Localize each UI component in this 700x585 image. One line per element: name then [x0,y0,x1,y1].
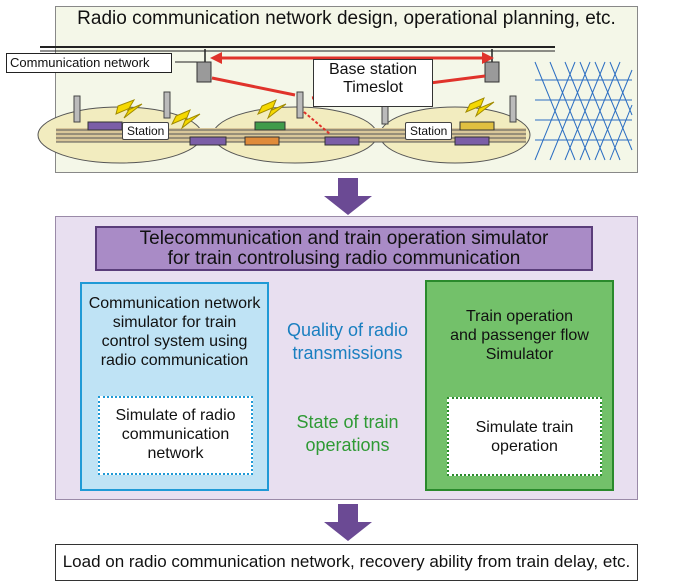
radio-signal-icon-3 [256,99,287,120]
antenna-3 [296,91,304,119]
station-label-1: Station [122,122,170,140]
train-7 [459,121,495,131]
link-station-to-train [303,111,331,135]
station-label-2: Station [405,122,453,140]
train-op-line1: Simulate train [475,419,574,436]
train-3 [254,121,286,131]
radio-signal-icon-4 [464,97,495,118]
down-arrow-1 [324,178,372,215]
train-1 [87,121,123,131]
results-text: Load on radio communication network, rec… [62,552,631,571]
link-arrowhead-right [482,52,494,64]
train-6 [454,136,490,146]
antenna-1 [73,95,81,123]
comm-sim-line1: Communication network [88,295,261,312]
train-sim-line3: Simulator [485,346,554,363]
control-unit-left [196,61,212,83]
radio-signal-icon-1 [115,99,143,119]
antenna-5 [509,95,517,123]
quality-label-line1: Quality of radio [286,320,409,340]
train-5 [324,136,360,146]
simulator-title-line2: for train controlusing radio communicati… [167,248,521,269]
network-design-title: Radio communication network design, oper… [77,8,616,29]
radio-sim-line2: communication [121,426,230,443]
train-operation-sim-box [447,397,602,476]
quality-label-line2: transmissions [292,343,403,363]
down-arrow-2 [324,504,372,541]
state-label-line1: State of train [296,412,399,432]
radio-network-sim-box [98,396,253,475]
simulator-title-box [95,226,593,271]
train-sim-line2: and passenger flow [450,327,589,344]
link-control-to-station [211,76,296,97]
comm-sim-line2: simulator for train [112,314,237,331]
simulator-title-line1: Telecommunication and train operation si… [139,228,549,249]
base-station-label: Base station [328,61,418,78]
state-label-line2: operations [305,435,390,455]
lattice-pattern [534,61,633,161]
train-op-line2: operation [491,438,558,455]
base-station-callout [313,59,433,107]
radio-sim-line1: Simulate of radio [115,407,236,424]
train-sim-line1: Train operation [465,308,574,325]
comm-sim-line4: radio communication [100,352,249,369]
timeslot-label: Timeslot [343,79,403,96]
comm-network-label: Communication network [6,53,172,73]
link-arrowhead-left [210,52,222,64]
train-2 [189,136,227,146]
control-unit-right [484,61,500,83]
antenna-2 [163,91,171,119]
comm-sim-line3: control system using [101,333,248,350]
radio-signal-icon-2 [170,109,201,130]
results-box [55,544,638,581]
radio-sim-line3: network [147,445,204,462]
train-4 [244,136,280,146]
